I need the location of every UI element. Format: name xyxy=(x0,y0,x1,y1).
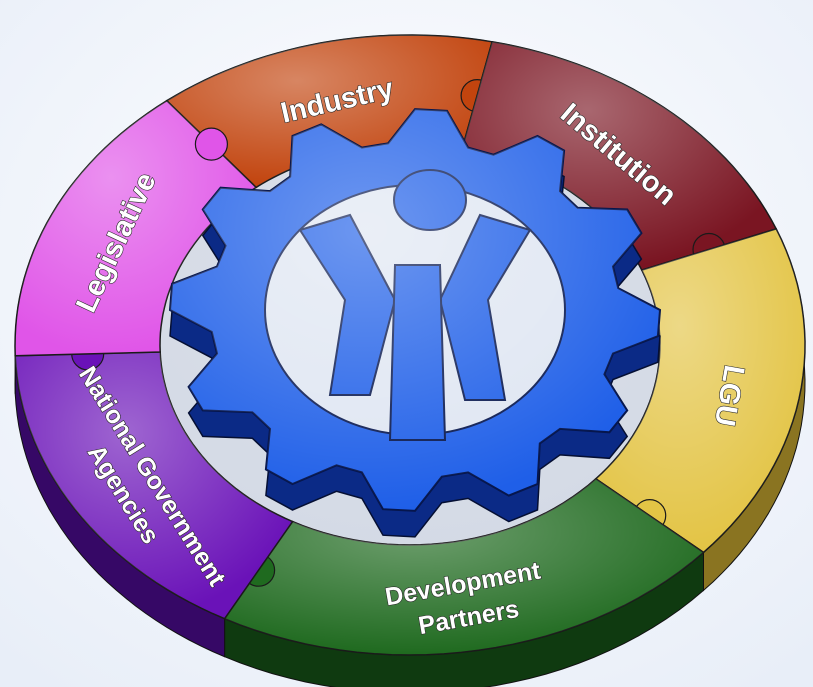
segment-highlight-legislative xyxy=(15,100,257,356)
puzzle-knob-legislative xyxy=(194,127,228,161)
segment-highlight-national-government-agencies xyxy=(15,352,293,619)
gear-highlight xyxy=(170,109,660,511)
segment-highlight-industry xyxy=(166,35,493,188)
segment-highlight-development-partners xyxy=(224,478,704,655)
central-gear xyxy=(168,108,662,538)
segment-highlight-institution xyxy=(462,41,777,271)
segment-highlight-lgu xyxy=(595,228,805,553)
